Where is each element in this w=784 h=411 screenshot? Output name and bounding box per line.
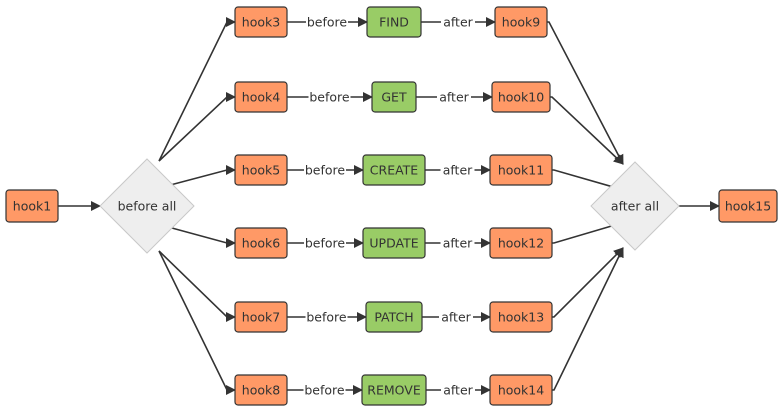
edge-before-all-hook3: [158, 17, 236, 162]
operation-remove-node[interactable]: [361, 374, 427, 406]
hook1-node[interactable]: [5, 189, 59, 223]
edge-label-after-5-bg: [441, 382, 475, 398]
operation-remove-node-label: REMOVE: [367, 383, 421, 398]
operation-patch-node[interactable]: [365, 301, 423, 333]
edge-before-all-hook7: [158, 250, 236, 322]
edge-label-after-1-bg: [437, 89, 471, 105]
edge-hook12-after-all: [552, 220, 624, 244]
hook3-node-label: hook3: [242, 15, 280, 30]
operation-get-node[interactable]: [371, 81, 417, 113]
edge-label-before-0-bg: [306, 14, 348, 30]
hook7-node-label: hook7: [242, 310, 280, 325]
operation-create-node-label: CREATE: [370, 163, 419, 178]
hook9-node[interactable]: [494, 6, 548, 38]
hook11-node-label: hook11: [498, 163, 544, 178]
operation-find-node[interactable]: [366, 6, 422, 38]
edge-label-before-1: before: [309, 90, 350, 105]
hook13-node[interactable]: [489, 301, 553, 333]
hook15-node-label: hook15: [725, 199, 771, 214]
hook8-node-label: hook8: [242, 383, 280, 398]
hook5-node[interactable]: [234, 154, 288, 186]
hook5-node-label: hook5: [242, 163, 280, 178]
hook10-node-label: hook10: [498, 90, 544, 105]
edge-label-after-2: after: [443, 163, 473, 178]
before-all-decision[interactable]: [99, 158, 195, 254]
edge-hook11-after-all: [552, 169, 624, 193]
hook12-node-label: hook12: [498, 236, 544, 251]
edge-label-before-5: before: [304, 383, 345, 398]
hook4-node-label: hook4: [242, 90, 280, 105]
edge-label-after-0-bg: [441, 14, 475, 30]
operation-find-node-label: FIND: [379, 15, 409, 30]
edge-label-after-2-bg: [440, 162, 475, 178]
edge-before-all-hook6: [158, 223, 236, 248]
hook1-node-label: hook1: [13, 199, 51, 214]
edge-label-before-1-bg: [308, 89, 351, 105]
after-all-decision-label: after all: [611, 199, 659, 214]
hook12-node[interactable]: [489, 227, 553, 259]
hook14-node[interactable]: [489, 374, 553, 406]
edge-label-after-5: after: [443, 383, 473, 398]
hook11-node[interactable]: [489, 154, 553, 186]
edge-label-after-4: after: [441, 310, 471, 325]
hook6-node[interactable]: [234, 227, 288, 259]
operation-update-node[interactable]: [362, 227, 426, 259]
edge-label-after-4-bg: [439, 309, 473, 325]
edge-hook14-after-all: [552, 247, 624, 391]
operation-update-node-label: UPDATE: [369, 236, 418, 251]
edge-label-before-2: before: [305, 163, 346, 178]
operation-get-node-label: GET: [381, 90, 407, 105]
edge-hook9-after-all: [547, 21, 624, 165]
hook7-node[interactable]: [234, 301, 288, 333]
hook3-node[interactable]: [234, 6, 288, 38]
hook10-node[interactable]: [491, 81, 551, 113]
edge-hook10-after-all: [550, 96, 624, 165]
operation-create-node[interactable]: [362, 154, 426, 186]
edge-label-before-3: before: [305, 236, 346, 251]
edge-label-after-3: after: [443, 236, 473, 251]
edge-label-before-3-bg: [304, 235, 346, 251]
hook4-node[interactable]: [234, 81, 288, 113]
edge-hook13-after-all: [552, 247, 624, 318]
edge-label-after-0: after: [443, 15, 473, 30]
edge-label-before-4: before: [306, 310, 347, 325]
edge-label-after-3-bg: [440, 235, 475, 251]
edge-before-all-hook4: [158, 92, 236, 162]
edge-label-before-2-bg: [304, 162, 346, 178]
edge-label-before-0: before: [307, 15, 348, 30]
before-all-decision-label: before all: [118, 199, 177, 214]
hook14-node-label: hook14: [498, 383, 544, 398]
hook9-node-label: hook9: [502, 15, 540, 30]
edge-label-before-4-bg: [305, 309, 348, 325]
hook6-node-label: hook6: [242, 236, 280, 251]
after-all-decision[interactable]: [590, 161, 680, 251]
hook13-node-label: hook13: [498, 310, 544, 325]
edge-label-after-1: after: [439, 90, 469, 105]
operation-patch-node-label: PATCH: [374, 310, 413, 325]
hook8-node[interactable]: [234, 374, 288, 406]
hook15-node[interactable]: [718, 189, 778, 223]
edge-before-all-hook5: [158, 165, 236, 189]
edge-before-all-hook8: [158, 250, 236, 395]
edge-label-before-5-bg: [303, 382, 346, 398]
